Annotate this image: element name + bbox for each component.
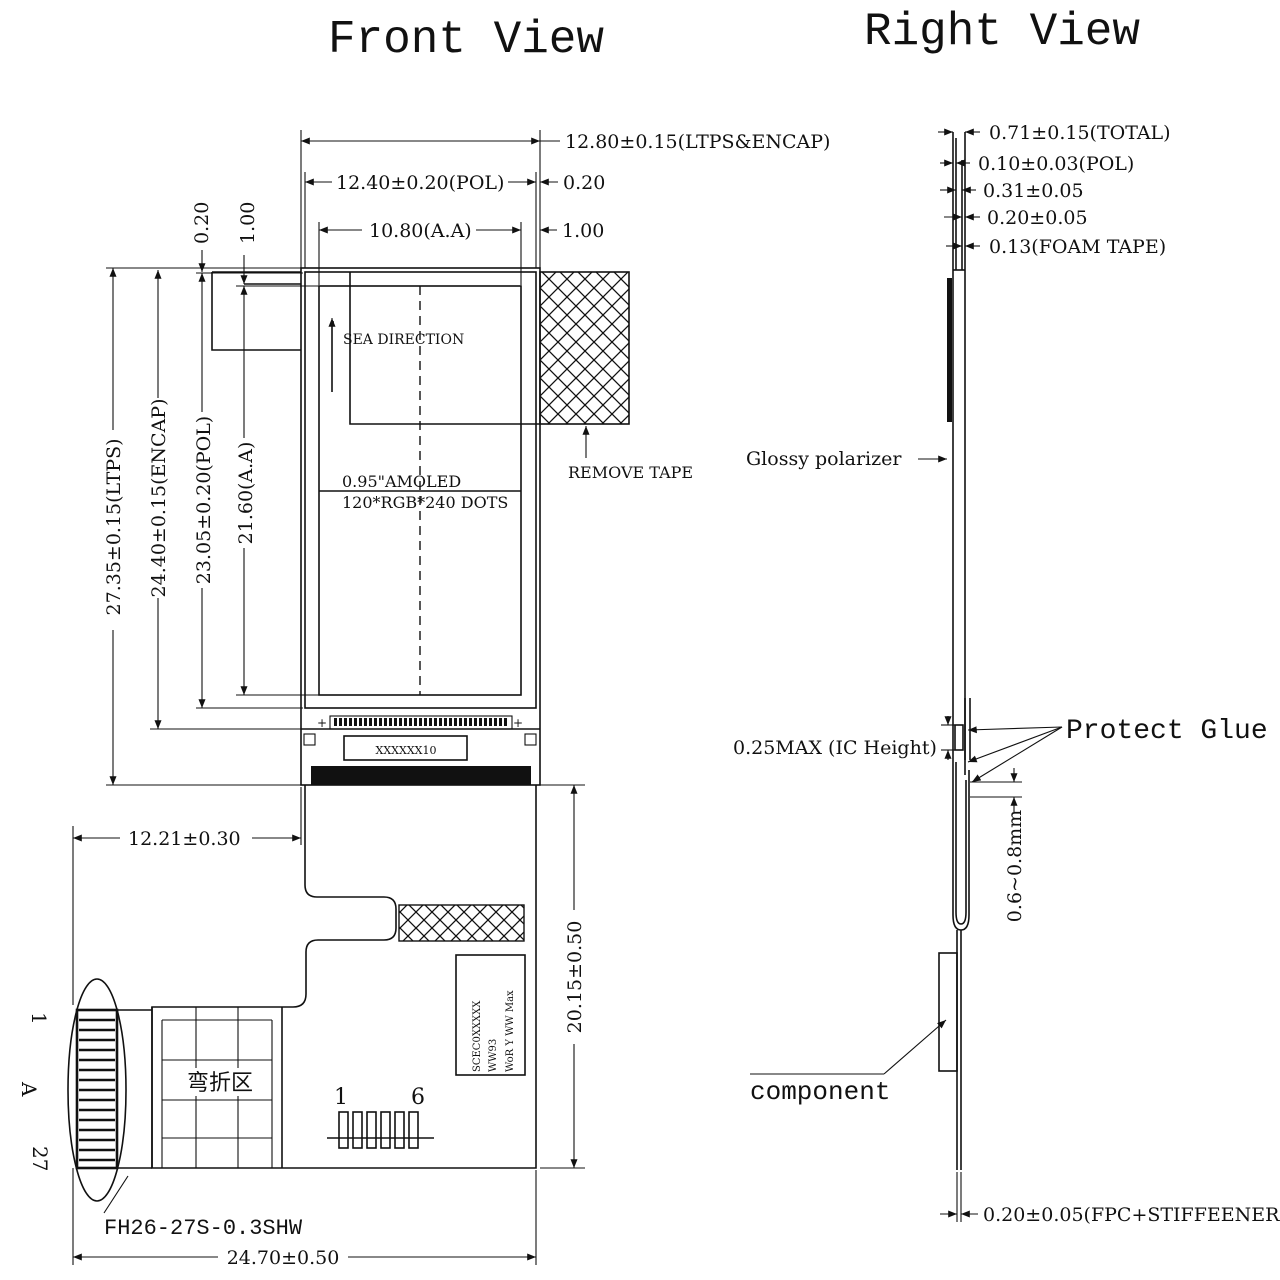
connector: 1 A 27 FH26-27S-0.3SHW <box>17 978 303 1241</box>
ic-code: XXXXXX10 <box>376 744 437 757</box>
left-dimensions: 27.35±0.15(LTPS) 24.40±0.15(ENCAP) 23.05… <box>100 267 319 786</box>
label-line1: SCEC0XXXXX <box>472 1000 483 1072</box>
pad-first-label: 1 <box>334 1085 348 1110</box>
dim-width-aa: 10.80(A.A) <box>369 220 472 242</box>
dim-total: 0.71±0.15(TOTAL) <box>989 122 1171 144</box>
dim-height-ltps: 27.35±0.15(LTPS) <box>103 439 125 616</box>
remove-tape-hatch <box>539 271 630 425</box>
dim-left-gap-100: 1.00 <box>237 202 259 244</box>
pad-last-label: 6 <box>411 1085 425 1110</box>
dim-pol-gap: 0.20 <box>563 172 605 194</box>
pin-last: 27 <box>28 1146 52 1171</box>
front-view: 12.80±0.15(LTPS&ENCAP) 12.40±0.20(POL) 0… <box>17 130 830 1270</box>
dim-height-encap: 24.40±0.15(ENCAP) <box>148 399 170 598</box>
glossy-polarizer-label: Glossy polarizer <box>746 448 902 470</box>
label-line2: WW93 <box>488 1039 499 1072</box>
pin-letter: A <box>17 1081 41 1097</box>
fpc-dimensions: 12.21±0.30 20.15±0.50 24.70±0.50 <box>72 784 588 1270</box>
remove-tape-label: REMOVE TAPE <box>568 463 693 482</box>
component-label: component <box>750 1077 890 1107</box>
bend-zone-label: 弯折区 <box>187 1071 253 1096</box>
fpc-tail: SCEC0XXXXX WW93 WoR Y WW Max <box>151 785 537 1169</box>
svg-text:+: + <box>513 716 523 730</box>
test-pads: 1 6 <box>327 1085 434 1149</box>
dim-020: 0.20±0.05 <box>987 207 1088 229</box>
stiffener-hatch <box>398 904 525 942</box>
side-profile <box>938 132 971 1170</box>
dim-left-gap-020: 0.20 <box>191 202 213 244</box>
dim-aa-gap: 1.00 <box>562 220 604 242</box>
front-view-title: Front View <box>328 14 604 66</box>
dim-total-width: 24.70±0.50 <box>227 1247 340 1269</box>
sea-direction-label: SEA DIRECTION <box>343 332 464 348</box>
amoled-label: 0.95"AMOLED <box>342 472 461 491</box>
dim-foam: 0.13(FOAM TAPE) <box>989 236 1166 258</box>
dim-fpc-stiffener: 0.20±0.05(FPC+STIFFEENER) <box>983 1204 1280 1226</box>
dots-label: 120*RGB*240 DOTS <box>342 493 508 512</box>
dim-fpc-height: 20.15±0.50 <box>564 921 586 1034</box>
dim-031: 0.31±0.05 <box>983 180 1084 202</box>
right-view-title: Right View <box>864 6 1140 58</box>
dim-height-pol: 23.05±0.20(POL) <box>193 416 215 584</box>
dim-width-ltps: 12.80±0.15(LTPS&ENCAP) <box>565 131 830 153</box>
dim-fpc-offset: 12.21±0.30 <box>128 828 241 850</box>
protect-glue-label: Protect Glue <box>1066 716 1268 747</box>
dim-width-pol: 12.40±0.20(POL) <box>336 172 504 194</box>
ic-height-label: 0.25MAX (IC Height) <box>733 737 937 759</box>
stack-dimensions: 0.71±0.15(TOTAL) 0.10±0.03(POL) 0.31±0.0… <box>938 122 1171 258</box>
bend-gap-label: 0.6~0.8mm <box>1004 810 1026 922</box>
right-view: 0.71±0.15(TOTAL) 0.10±0.03(POL) 0.31±0.0… <box>733 122 1280 1226</box>
dim-height-aa: 21.60(A.A) <box>235 442 257 545</box>
label-line3: WoR Y WW Max <box>505 990 516 1072</box>
top-dimensions: 12.80±0.15(LTPS&ENCAP) 12.40±0.20(POL) 0… <box>300 130 830 285</box>
pad-strip: + + XXXXXX10 <box>303 715 537 785</box>
left-gap-dimensions: 0.20 1.00 <box>191 202 259 284</box>
bend-zone: 弯折区 <box>151 1007 283 1168</box>
svg-text:+: + <box>317 716 327 730</box>
dim-pol: 0.10±0.03(POL) <box>978 153 1134 175</box>
pin-first: 1 <box>27 1012 51 1025</box>
connector-name: FH26-27S-0.3SHW <box>104 1216 303 1241</box>
